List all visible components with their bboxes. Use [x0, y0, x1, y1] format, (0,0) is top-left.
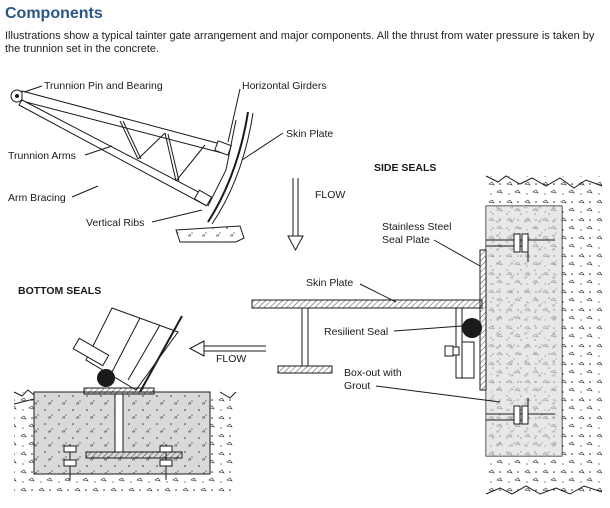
embedded-tee [114, 393, 124, 453]
anchor-bolt-right [159, 444, 173, 480]
bottom-gate-portion [72, 307, 183, 393]
rock-edge-top [485, 175, 603, 189]
seal-plate-anchor-top [486, 233, 555, 262]
side-skin-plate [251, 299, 483, 309]
trunnion-pin-center [15, 94, 19, 98]
sill-concrete [175, 225, 245, 243]
leader-skin-plate [241, 132, 284, 161]
leader-trunnion-arms [84, 145, 113, 156]
leader-seal-plate [433, 239, 481, 267]
leader-vertical-ribs [151, 209, 203, 223]
side-seals-illustration: SIDE SEALS [251, 162, 603, 495]
label-vertical-ribs: Vertical Ribs [86, 217, 144, 229]
seal-plate-anchor-bottom [486, 398, 555, 425]
label-resilient-seal: Resilient Seal [324, 326, 388, 338]
label-boxout-line2: Grout [344, 380, 370, 392]
intro-paragraph: Illustrations show a typical tainter gat… [5, 30, 595, 55]
stainless-steel-seal-plate [479, 249, 487, 391]
label-seal-plate-line2: Seal Plate [382, 234, 430, 246]
side-girder-ibeam [277, 307, 333, 374]
rock-edge-bottom [485, 485, 603, 495]
anchor-bolt-left [63, 444, 77, 480]
flow-label-bottom: FLOW [216, 353, 246, 365]
flow-arrow-left [188, 340, 266, 357]
page-title: Components [5, 5, 103, 22]
label-trunnion-arms: Trunnion Arms [8, 150, 76, 162]
leader-horizontal-girders [227, 88, 241, 143]
side-seals-title: SIDE SEALS [374, 162, 436, 174]
skin-plate-curve [207, 111, 249, 223]
label-boxout-line1: Box-out with [344, 367, 402, 379]
flow-label-gate: FLOW [315, 189, 345, 201]
bottom-seals-illustration: BOTTOM SEALS FLOW [13, 285, 266, 496]
leader-trunnion-pin [23, 85, 43, 93]
embedded-base-plate [85, 451, 183, 459]
label-trunnion-pin: Trunnion Pin and Bearing [44, 80, 163, 92]
label-skin-plate-gate: Skin Plate [286, 128, 333, 140]
flow-arrow-down [287, 178, 304, 252]
arm-bracing [119, 120, 206, 182]
leader-arm-bracing [71, 185, 99, 198]
resilient-seal-assembly [444, 307, 482, 379]
horizontal-girder [193, 189, 213, 207]
rock-edge-right [219, 391, 237, 399]
leader-boxout [375, 385, 501, 403]
horizontal-girder [214, 140, 232, 156]
leader-skin-plate-side [359, 283, 397, 303]
rock-edge-left [13, 389, 40, 405]
leader-resilient-seal [393, 325, 463, 332]
bottom-resilient-seal [97, 369, 115, 387]
vertical-rib [207, 119, 237, 207]
sill-plate [83, 387, 155, 395]
label-arm-bracing: Arm Bracing [8, 192, 66, 204]
label-horizontal-girders: Horizontal Girders [242, 80, 327, 92]
label-seal-plate-line1: Stainless Steel [382, 221, 451, 233]
bottom-seals-title: BOTTOM SEALS [18, 285, 101, 297]
tainter-gate-illustration: Trunnion Pin and Bearing Horizontal Gird… [8, 80, 345, 252]
skin-plate-inner [211, 112, 254, 225]
label-skin-plate-side: Skin Plate [306, 277, 353, 289]
